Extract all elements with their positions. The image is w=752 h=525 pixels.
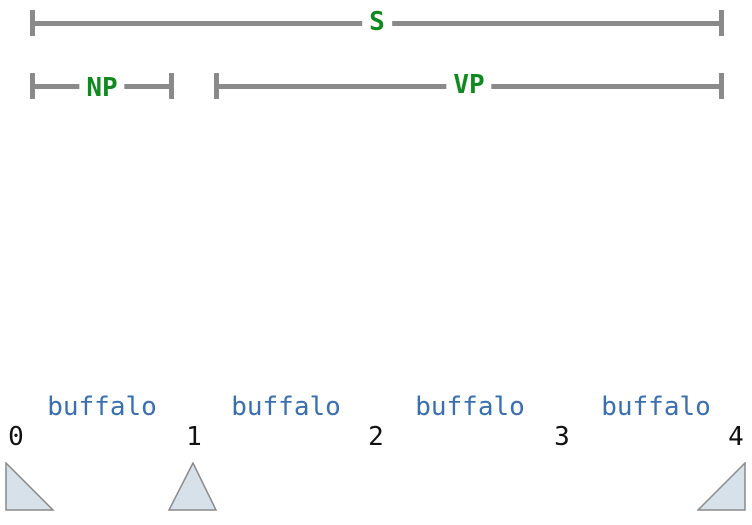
position-index: 2	[368, 422, 384, 452]
span-s-label: S	[362, 7, 392, 37]
position-index: 1	[186, 422, 202, 452]
span-np-left-cap	[30, 73, 35, 99]
span-vp-left-cap	[214, 73, 219, 99]
span-vp[interactable]: VP	[214, 70, 724, 100]
span-vp-label: VP	[446, 70, 492, 100]
left-boundary-marker-icon[interactable]	[5, 462, 55, 512]
word-token[interactable]: buffalo	[47, 392, 157, 422]
span-s-right-cap	[719, 10, 724, 36]
span-np-right-cap	[169, 73, 174, 99]
word-token[interactable]: buffalo	[415, 392, 525, 422]
right-boundary-marker-icon[interactable]	[697, 462, 747, 512]
cursor-marker-icon[interactable]	[168, 462, 218, 512]
span-np[interactable]: NP	[30, 73, 174, 103]
position-index: 0	[8, 422, 24, 452]
position-index: 4	[728, 422, 744, 452]
span-vp-right-cap	[719, 73, 724, 99]
span-s-left-cap	[30, 10, 35, 36]
word-token[interactable]: buffalo	[231, 392, 341, 422]
word-token[interactable]: buffalo	[601, 392, 711, 422]
position-index: 3	[554, 422, 570, 452]
span-s[interactable]: S	[30, 7, 724, 37]
span-np-label: NP	[79, 73, 125, 103]
